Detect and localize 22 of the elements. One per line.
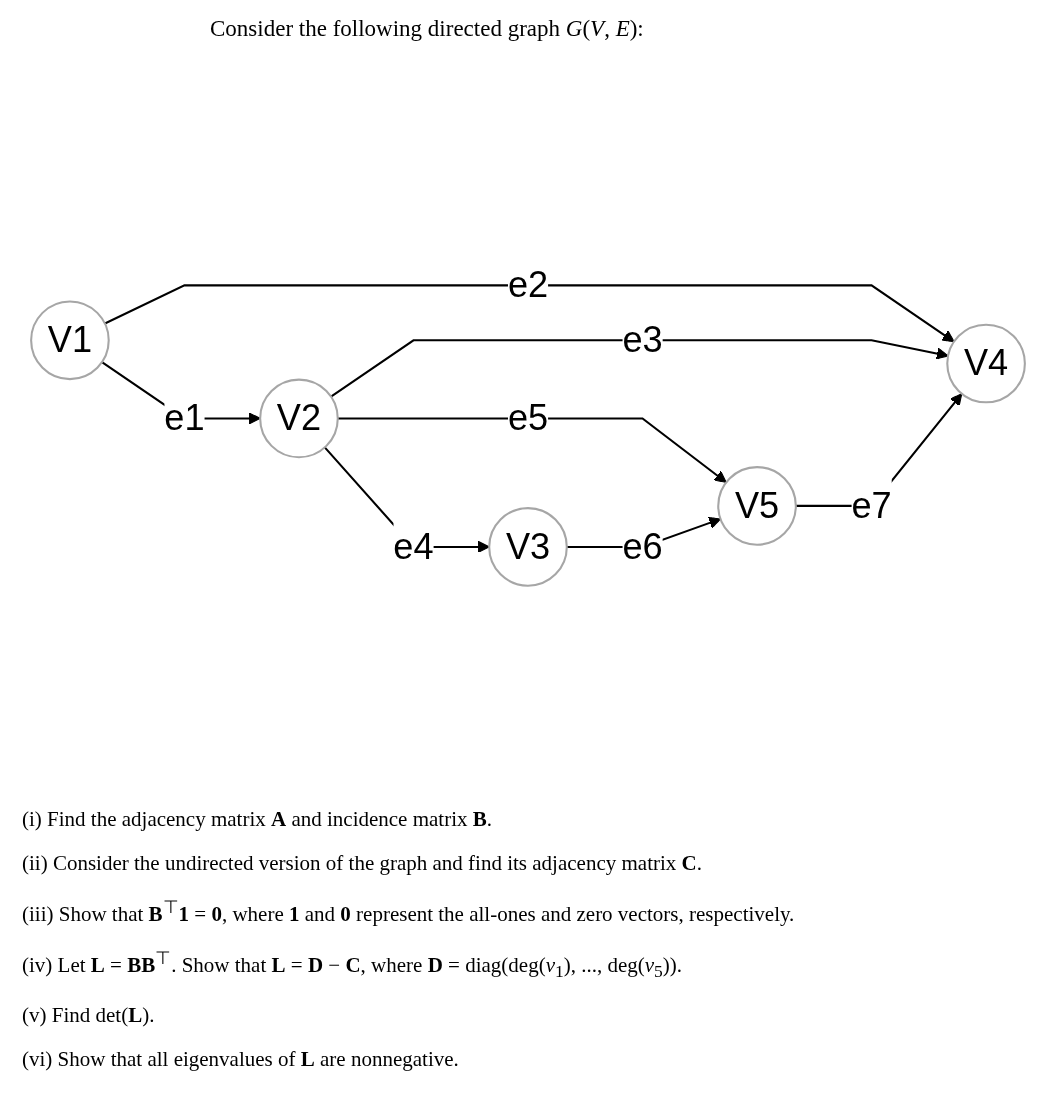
question-text: (iii) Show that B$^{⊤}$1 = 0, where 1 and 0 represent the all-ones and zero vectors, respectively. xyxy=(22,896,795,927)
edge-label: e1 xyxy=(164,396,205,439)
edge-label: e5 xyxy=(507,396,549,439)
question-text: (i) Find the adjacency matrix A and incidence matrix B. xyxy=(22,806,493,832)
edge-label: e3 xyxy=(622,318,663,361)
node-circle: V1 xyxy=(30,300,110,381)
node-circle: V3 xyxy=(488,507,568,587)
node-circle: V4 xyxy=(946,323,1026,404)
title-text: Consider the following directed graph G(V, E): xyxy=(210,16,644,42)
arrow xyxy=(330,339,949,398)
question-text: (v) Find det(L). xyxy=(22,1002,155,1029)
edge-label: e2 xyxy=(507,263,549,306)
node-circle: V2 xyxy=(259,378,339,459)
arrow xyxy=(104,284,955,343)
question-text: (ii) Consider the undirected version of the graph and find its adjacency matrix C. xyxy=(22,850,702,876)
edge-label: e6 xyxy=(622,525,663,568)
question-text: (vi) Show that all eigenvalues of L are nonnegative. xyxy=(22,1046,459,1073)
edge-label: e4 xyxy=(393,525,434,568)
arrow xyxy=(337,417,727,483)
node-circle: V5 xyxy=(717,466,797,546)
edge-label: e7 xyxy=(851,484,892,527)
question-text: (iv) Let L = BB$^{⊤}$. Show that L = D − C, where D = diag(deg(v$_{1}$), ..., deg(v$_{5}$)). xyxy=(22,947,683,984)
